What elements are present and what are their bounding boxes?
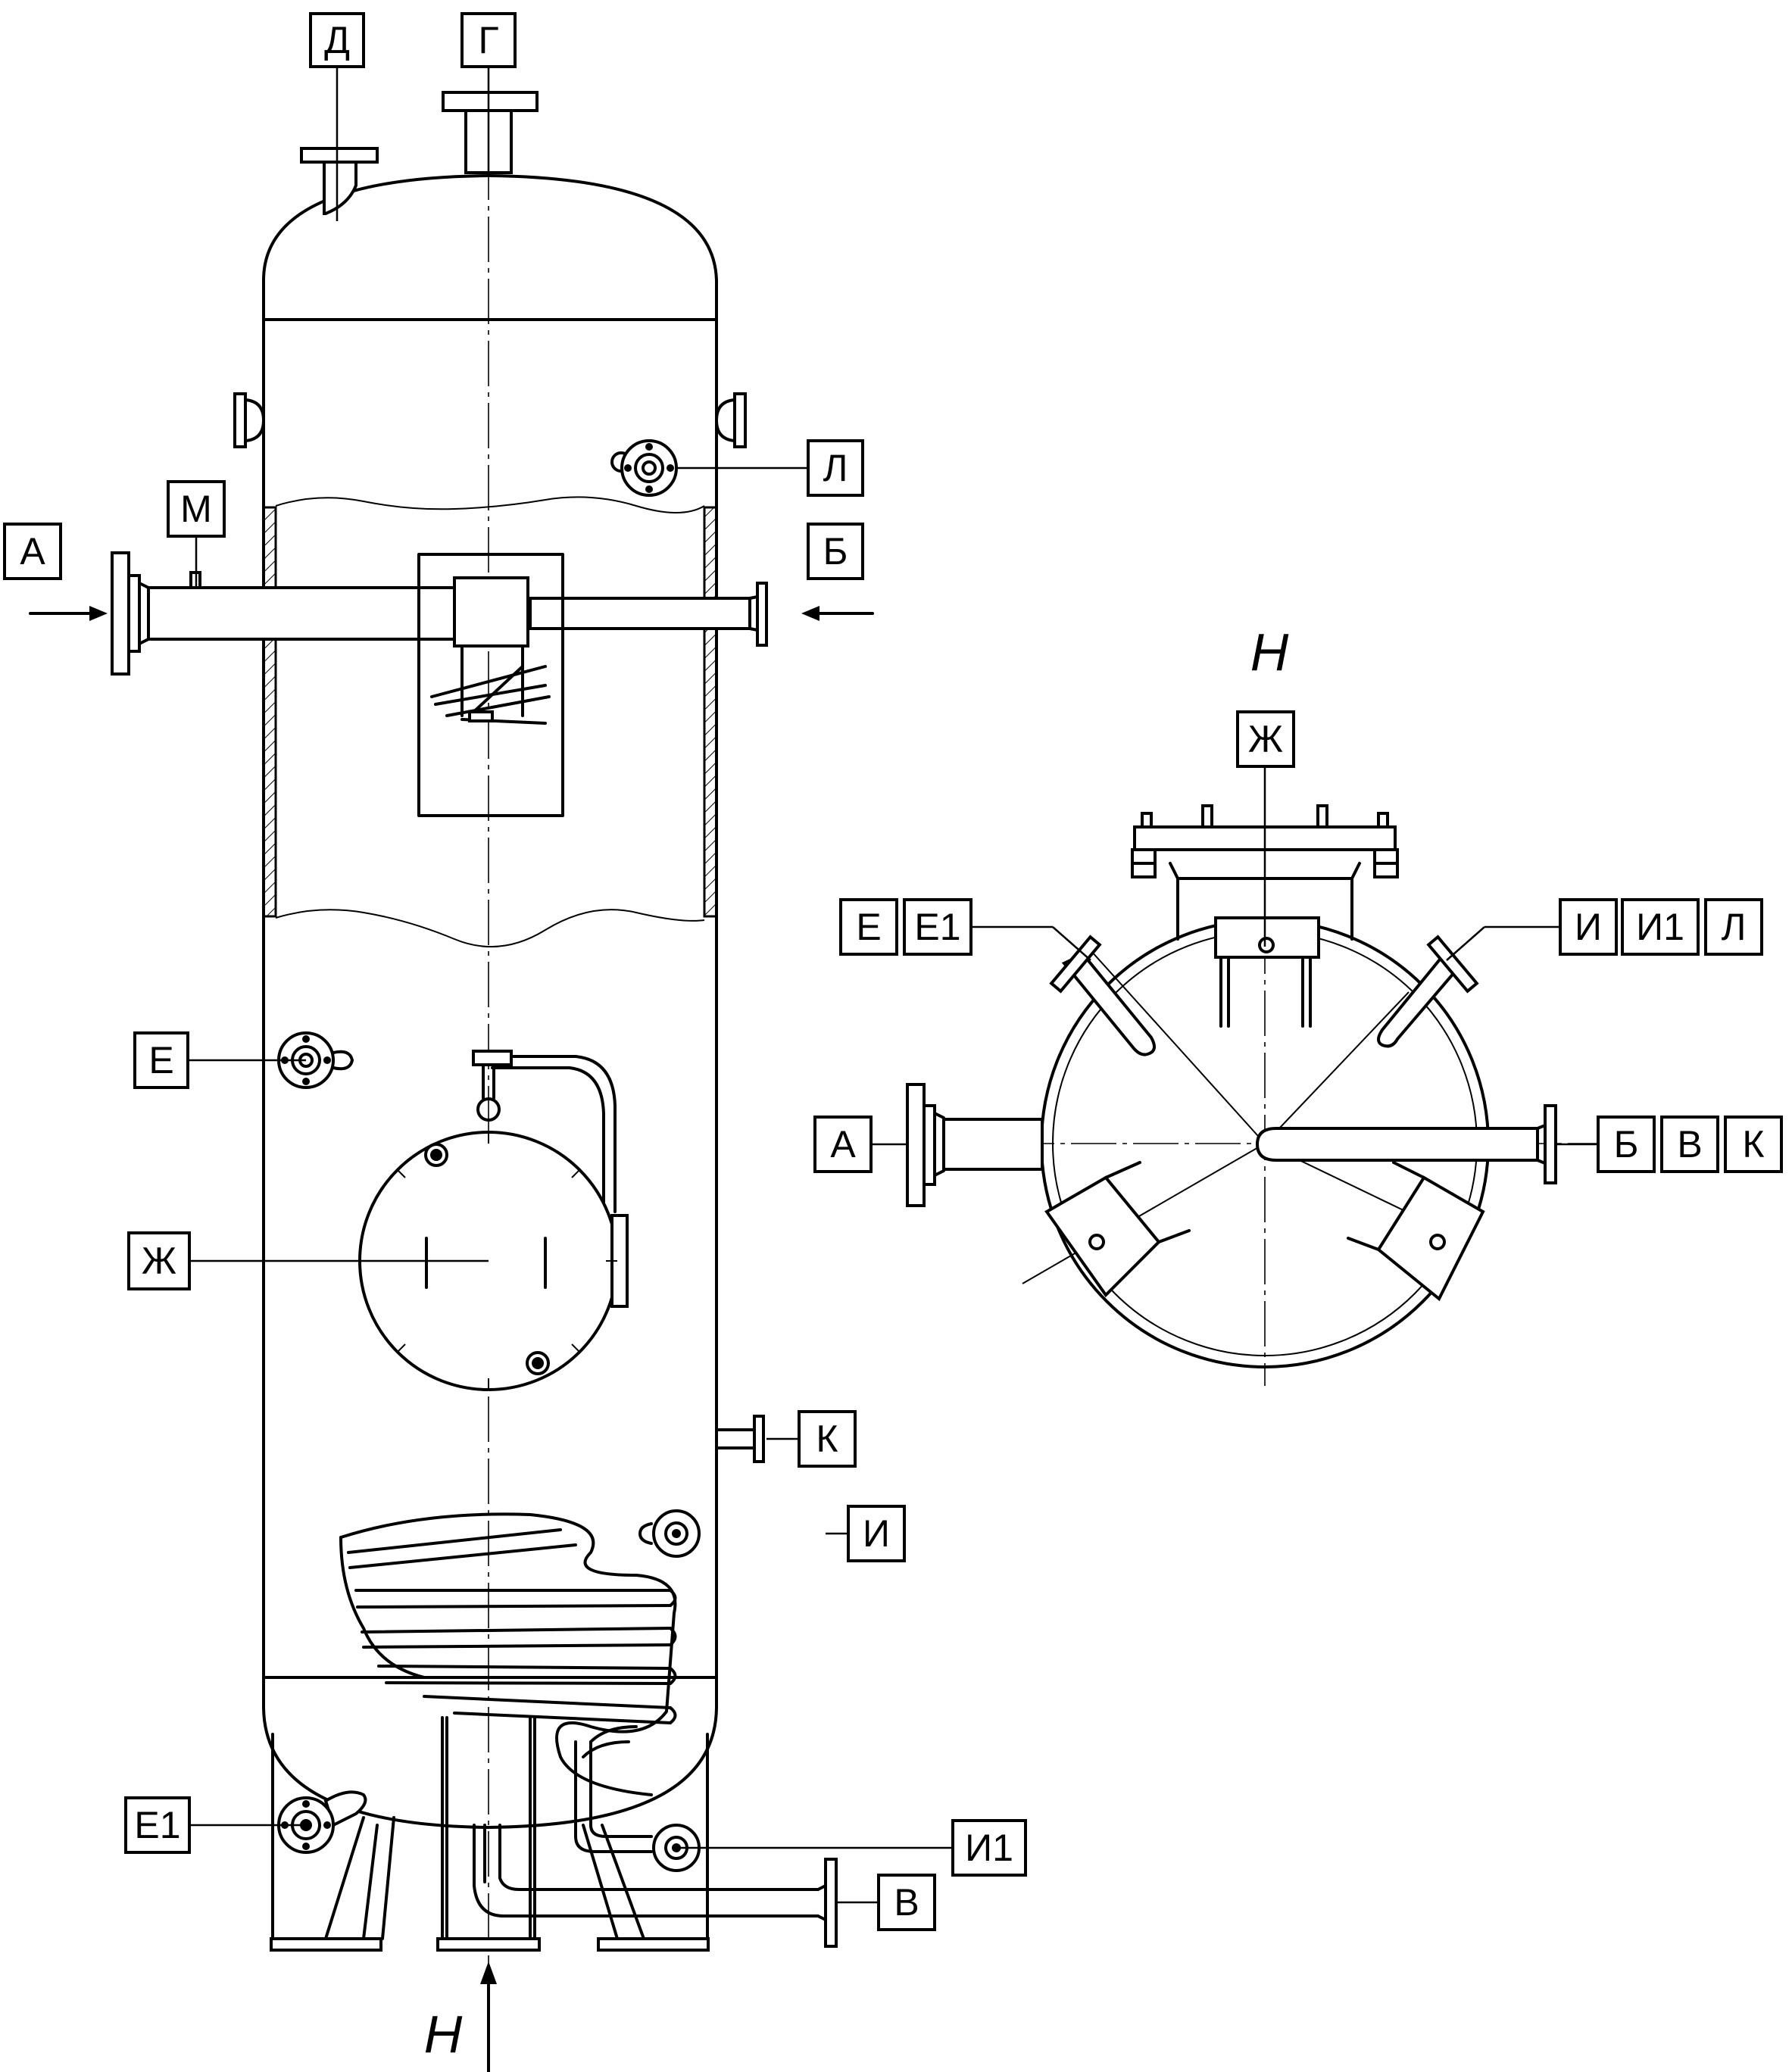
svg-text:Ж: Ж: [142, 1240, 176, 1282]
break-line-bottom: [275, 909, 705, 948]
plan-label-a: А: [813, 1116, 873, 1173]
plan-label-l: Л: [1704, 898, 1763, 956]
plan-label-e: Е: [839, 898, 898, 956]
bottom-head: [262, 1676, 718, 1829]
svg-text:Е1: Е1: [134, 1804, 180, 1846]
plan-label-e1: Е1: [903, 898, 972, 956]
plan-label-i: И: [1559, 898, 1618, 956]
label-i: И: [847, 1505, 906, 1562]
svg-text:Е: Е: [148, 1039, 173, 1081]
label-a: А: [3, 523, 62, 580]
svg-text:Ж: Ж: [1248, 718, 1283, 760]
label-v: В: [877, 1874, 936, 1931]
plan-pipe-b: [1255, 1104, 1557, 1184]
lug-left: [233, 392, 265, 448]
nozzle-g: [442, 91, 539, 174]
svg-text:Л: Л: [1722, 906, 1747, 948]
label-zh: Ж: [127, 1231, 191, 1290]
plan-support-right: [1347, 1161, 1485, 1302]
svg-text:В: В: [1677, 1123, 1702, 1166]
svg-text:И1: И1: [1636, 906, 1684, 948]
svg-text:А: А: [830, 1123, 856, 1166]
label-b: Б: [807, 523, 864, 580]
svg-text:Б: Б: [823, 530, 848, 573]
top-head: [262, 174, 718, 321]
leader-lines-front: [188, 68, 953, 1904]
svg-text:М: М: [180, 488, 212, 530]
fitting-e1: [277, 1790, 367, 1854]
svg-text:К: К: [1742, 1123, 1764, 1166]
svg-text:Л: Л: [823, 447, 848, 489]
svg-text:В: В: [894, 1881, 919, 1924]
view-arrow-label: Н: [424, 2005, 463, 2064]
label-e: Е: [133, 1031, 189, 1089]
break-line-top: [275, 496, 705, 513]
plan-manhole: [1131, 804, 1399, 1028]
plan-fitting-e: [1049, 935, 1156, 1056]
svg-text:И: И: [863, 1512, 890, 1555]
plan-label-i1: И1: [1621, 898, 1700, 956]
leader-lines-plan: [871, 766, 1598, 1146]
label-i1: И1: [951, 1819, 1027, 1877]
plan-support-left: [1044, 1161, 1191, 1298]
plan-label-v: В: [1660, 1116, 1719, 1173]
heating-coil: [339, 1512, 677, 1796]
inlet-device: [417, 553, 564, 817]
plan-label-zh: Ж: [1236, 710, 1295, 768]
label-e1: Е1: [124, 1796, 191, 1854]
lug-right: [715, 392, 747, 448]
plan-diag-1: [1090, 950, 1266, 1144]
label-d: Д: [309, 12, 365, 68]
plan-view-title: Н: [1250, 623, 1289, 682]
svg-text:Е: Е: [856, 906, 881, 948]
plan-fitting-i: [1377, 935, 1479, 1048]
label-k: К: [798, 1410, 857, 1468]
pipe-outlet-v: [473, 1824, 838, 1948]
nozzle-k: [715, 1415, 765, 1463]
support-legs: [270, 1716, 710, 1952]
view-arrow-n: [480, 1961, 497, 2072]
wall-section-right: [703, 506, 718, 918]
svg-text:И1: И1: [965, 1827, 1013, 1869]
plan-view: [906, 742, 1628, 1386]
label-m: М: [167, 480, 226, 538]
svg-text:А: А: [20, 530, 45, 573]
fitting-l: [610, 439, 678, 497]
svg-text:К: К: [816, 1418, 838, 1460]
wall-section-left: [262, 506, 277, 918]
plan-label-k: К: [1724, 1116, 1783, 1173]
svg-text:Б: Б: [1614, 1123, 1639, 1166]
svg-text:И: И: [1575, 906, 1602, 948]
svg-text:Е1: Е1: [914, 906, 960, 948]
pipe-inlet-a: [111, 551, 460, 676]
fitting-i: [638, 1509, 701, 1558]
svg-text:Г: Г: [478, 19, 498, 61]
label-l: Л: [807, 439, 864, 497]
manhole-zh: [358, 1050, 629, 1391]
flow-arrow-a: [29, 606, 108, 621]
label-g: Г: [460, 12, 517, 68]
flow-arrow-b: [801, 606, 874, 621]
plan-diag-2: [1264, 991, 1410, 1144]
plan-label-b: Б: [1597, 1116, 1656, 1173]
nozzle-d: [300, 147, 379, 215]
pipe-inlet-b: [529, 582, 768, 647]
plan-diag-3: [1022, 1143, 1266, 1284]
svg-text:Д: Д: [324, 19, 350, 61]
plan-pipe-a: [906, 1083, 1044, 1207]
